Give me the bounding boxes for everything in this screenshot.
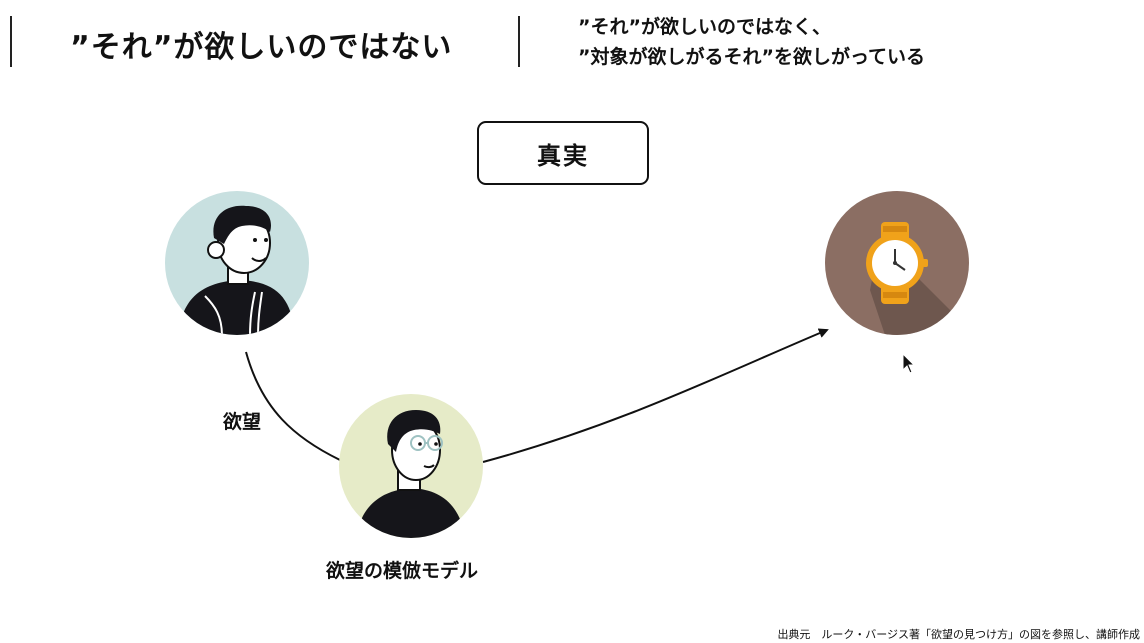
subtitle-line-1: ”それ”が欲しいのではなく、: [578, 16, 831, 38]
desire-label: 欲望: [223, 411, 262, 433]
subject-avatar: [165, 191, 309, 335]
source-note: 出典元 ルーク・バージス著「欲望の見つけ方」の図を参照し、講師作成: [777, 628, 1140, 641]
watch-icon: [866, 222, 928, 304]
truth-box: 真実: [477, 121, 649, 185]
center-divider: [518, 16, 520, 67]
watch-object: [825, 191, 969, 335]
model-avatar: [339, 394, 483, 538]
page-title: ”それ”が欲しいのではない: [70, 30, 453, 65]
left-divider: [10, 16, 12, 67]
page-subtitle: ”それ”が欲しいのではなく、 ”対象が欲しがるそれ”を欲しがっている: [578, 12, 925, 72]
imitation-arrow: [482, 328, 829, 463]
model-label: 欲望の模倣モデル: [326, 560, 479, 582]
subtitle-line-2: ”対象が欲しがるそれ”を欲しがっている: [578, 46, 926, 68]
truth-label: 真実: [537, 141, 589, 170]
desire-connector: [245, 351, 341, 461]
mouse-cursor-icon: [902, 352, 916, 374]
